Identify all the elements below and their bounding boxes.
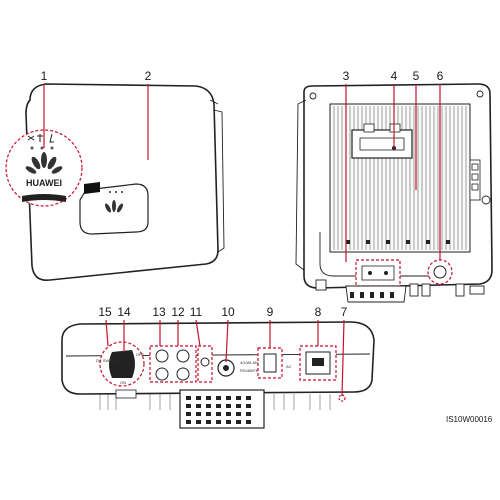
- callout-15: 15: [98, 305, 112, 319]
- pv-input-group: [149, 345, 197, 383]
- callout-1: 1: [41, 69, 48, 83]
- brand-label: HUAWEI: [26, 178, 62, 188]
- ground-point: [338, 394, 346, 402]
- bottom-view: DC SWITCH OFF ON 4G/WLAN RS485/FE AC: [61, 321, 375, 429]
- pv-plus-connector-2: [155, 367, 169, 381]
- ac-port-label: AC: [286, 364, 292, 369]
- rear-view: [295, 83, 493, 303]
- off-label: OFF: [136, 352, 145, 357]
- figure-code: IS10W00016: [446, 415, 493, 424]
- callout-5: 5: [413, 69, 420, 83]
- rear-side-ports: [469, 159, 481, 201]
- callout-12: 12: [171, 305, 185, 319]
- pv-minus-connector-1: [176, 349, 190, 363]
- callout-9: 9: [267, 305, 274, 319]
- callout-7: 7: [341, 305, 348, 319]
- comm-port-label: RS485/FE: [240, 368, 259, 373]
- led-indicator-icons: [27, 133, 54, 143]
- callout-14: 14: [117, 305, 131, 319]
- huawei-logo-icon: [25, 152, 63, 174]
- callout-11: 11: [190, 305, 203, 319]
- callout-3: 3: [343, 69, 350, 83]
- callout-10: 10: [221, 305, 235, 319]
- front-small-logo-icon: [104, 200, 124, 213]
- callout-8: 8: [315, 305, 322, 319]
- front-led-dots: [109, 191, 123, 193]
- front-view: HUAWEI: [5, 83, 225, 282]
- pv-minus-connector-2: [176, 367, 190, 381]
- callout-13: 13: [152, 305, 166, 319]
- bottom-cable-trough: [179, 389, 265, 429]
- trough-holes: [186, 396, 251, 424]
- antenna-port-label: 4G/WLAN: [240, 360, 258, 365]
- pv-plus-connector-1: [155, 349, 169, 363]
- leader-lines: [43, 84, 441, 397]
- bottom-heat-sink-fins: [99, 394, 331, 410]
- callout-numbers: 1 2 3 4 5 6 7 8 9 10 11 12 13 14 15: [41, 69, 444, 319]
- ac-output-port-zoom: [257, 347, 283, 379]
- callout-6: 6: [437, 69, 444, 83]
- dc-switch-knob: [109, 350, 135, 378]
- led-dots: [30, 146, 54, 150]
- on-label: ON: [120, 380, 126, 385]
- mounting-bracket: [351, 129, 413, 159]
- rear-bottom-slots: [346, 240, 450, 244]
- dc-switch-label: DC SWITCH: [96, 358, 119, 363]
- callout-2: 2: [145, 69, 152, 83]
- callout-4: 4: [391, 69, 398, 83]
